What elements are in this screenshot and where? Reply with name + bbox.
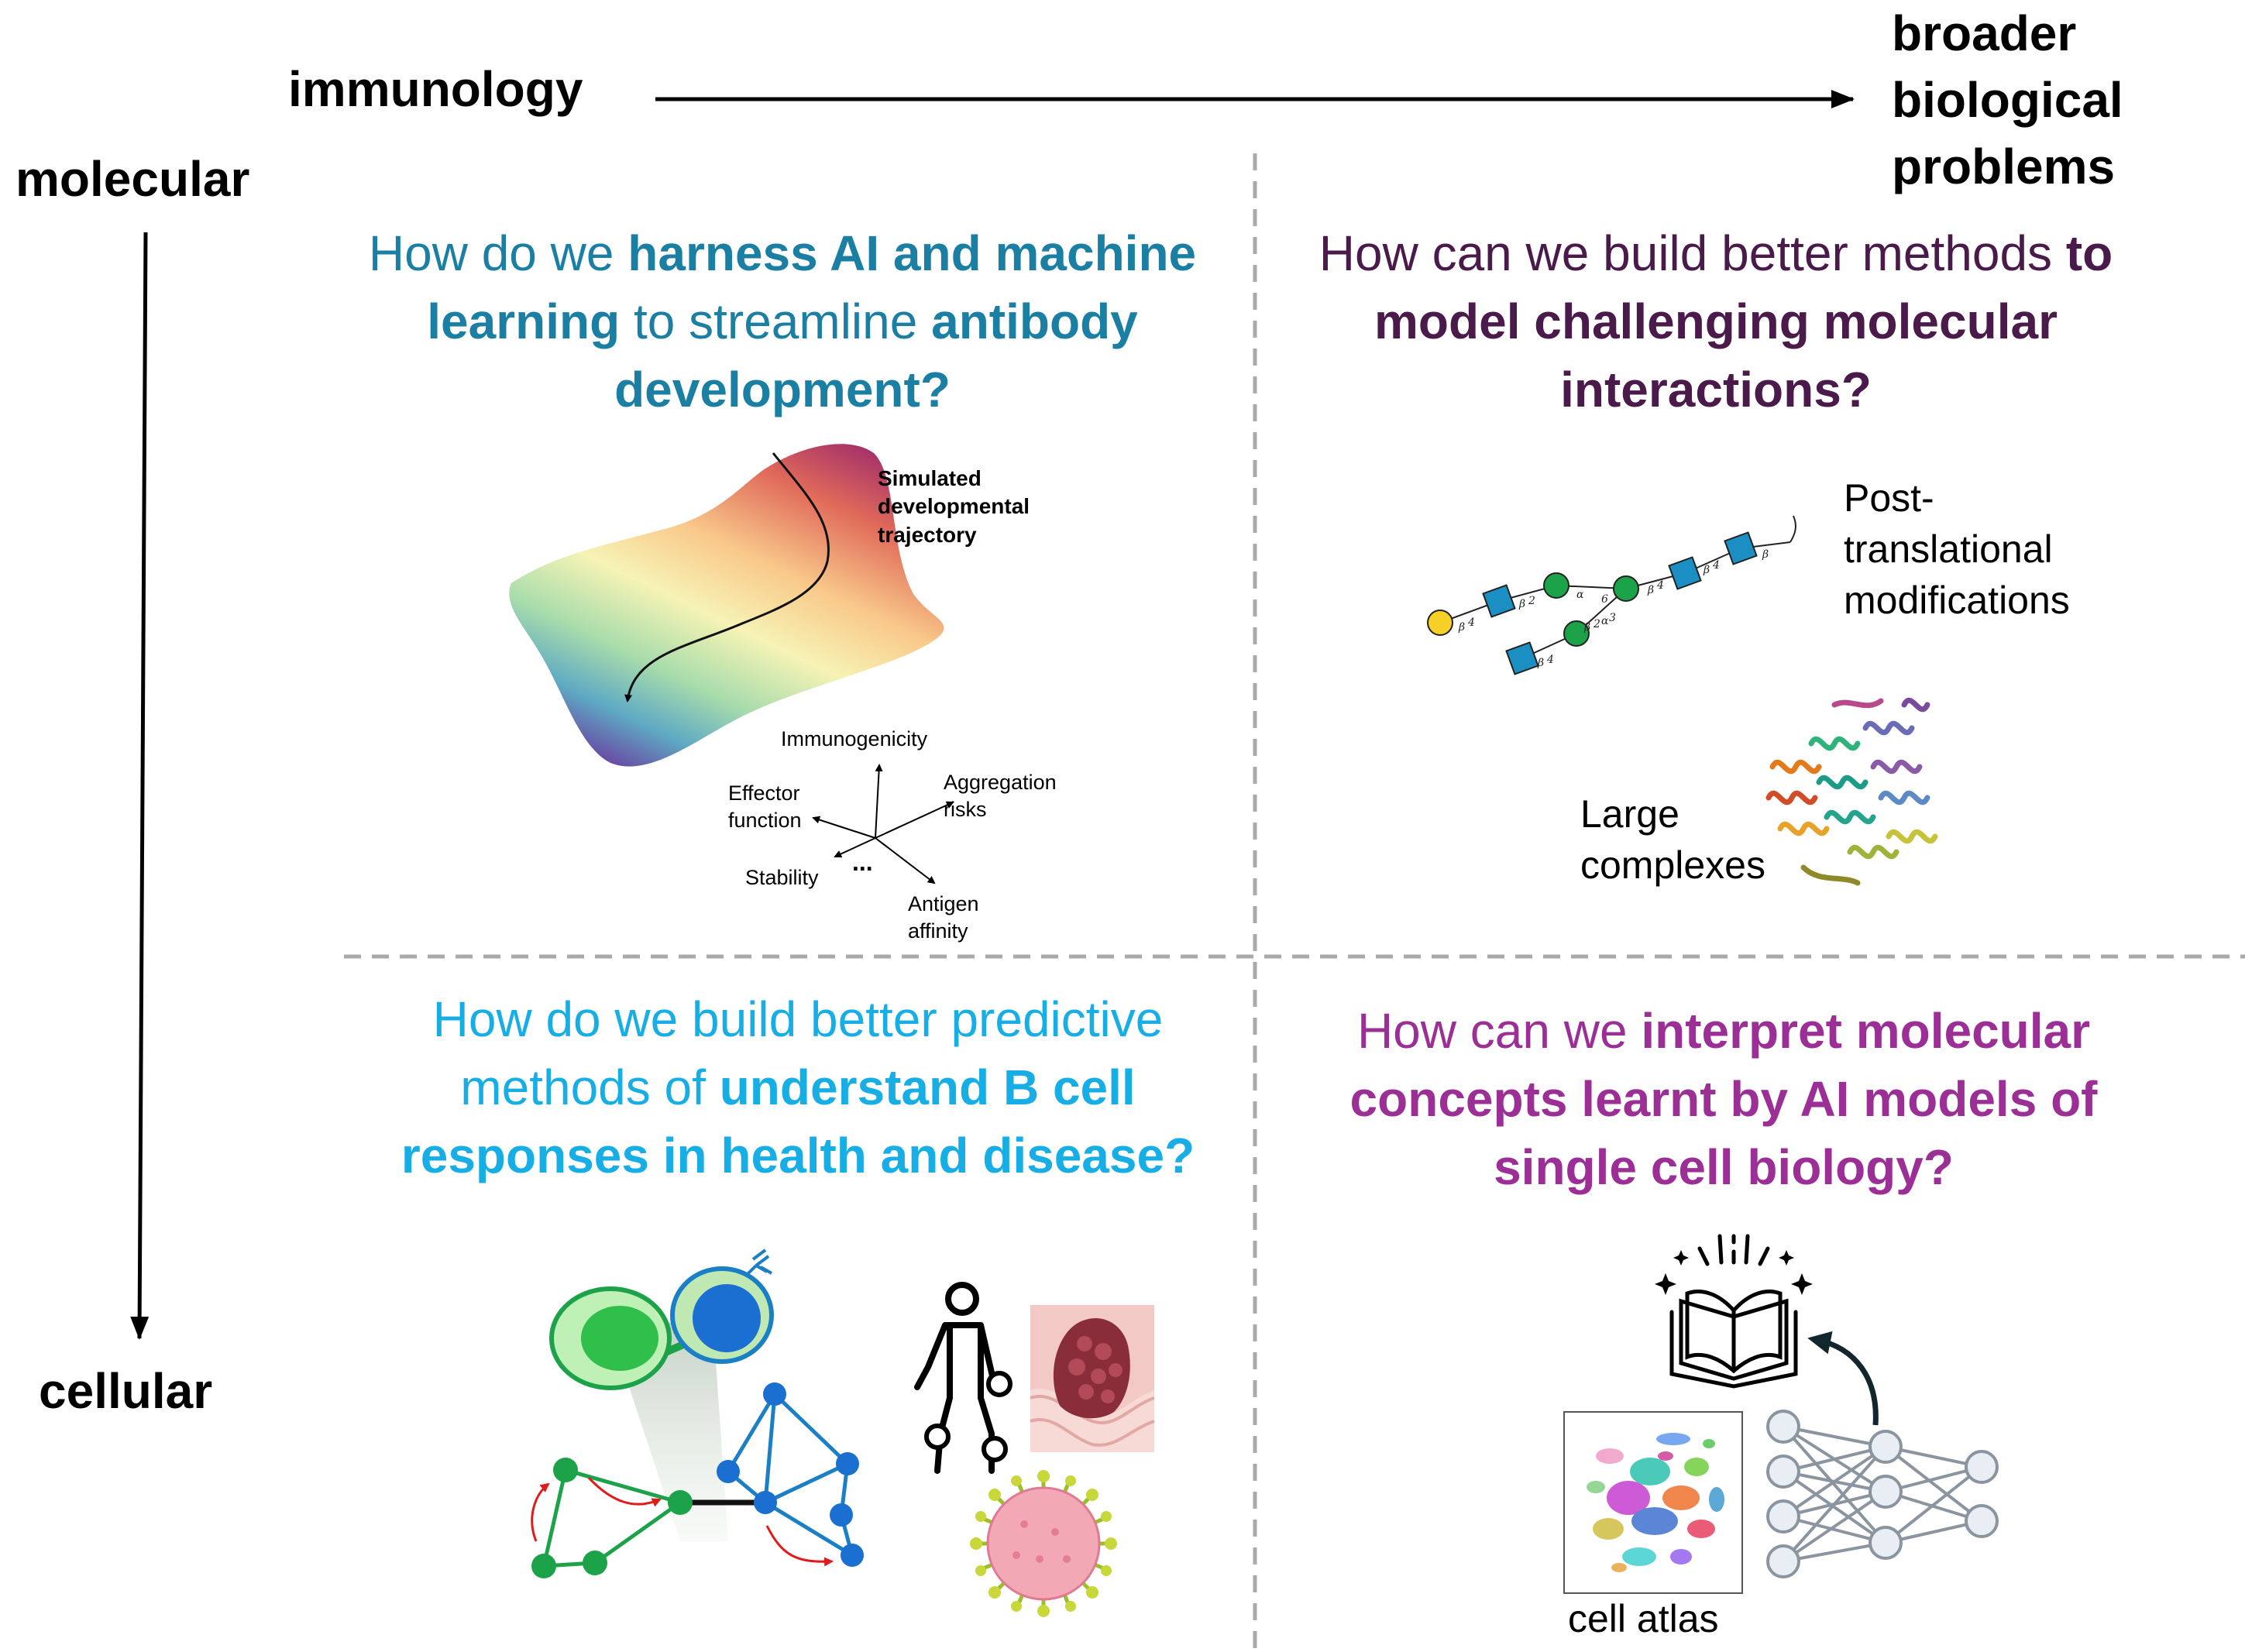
complex-label: Large complexes bbox=[1580, 792, 1765, 887]
b-cell-network-illustration bbox=[531, 1248, 864, 1578]
trajectory-curve bbox=[624, 452, 830, 702]
property-axes-diagram bbox=[812, 764, 954, 884]
curved-arrow-to-book bbox=[1807, 1331, 1879, 1426]
linkage-5: α bbox=[1576, 589, 1584, 601]
x-axis-end-line-2: biological bbox=[1892, 72, 2123, 128]
glcnac-node-2 bbox=[1668, 556, 1702, 590]
mannose-node-1 bbox=[1543, 572, 1569, 599]
axis-aggregation-risks: Aggregation risks bbox=[944, 771, 1057, 822]
question-interpret-concepts: How can we interpret molecular concepts … bbox=[1349, 1003, 2098, 1195]
linkage-4: 2 bbox=[1528, 595, 1535, 607]
glcnac-node-1 bbox=[1482, 584, 1516, 618]
tissue-tumor-icon bbox=[1030, 1305, 1155, 1452]
linkage-11: β bbox=[1762, 548, 1769, 561]
trajectory-label: Simulated developmental trajectory bbox=[878, 466, 1030, 547]
y-axis-end-label: cellular bbox=[39, 1363, 213, 1419]
axis-stability: Stability bbox=[745, 866, 819, 889]
axis-effector-function: Effector function bbox=[728, 781, 802, 833]
y-axis-start-label: molecular bbox=[15, 151, 250, 207]
linkage-15: 2 bbox=[1593, 618, 1600, 630]
linkage-13: 4 bbox=[1546, 654, 1554, 666]
protein-complex-structure bbox=[1765, 697, 1938, 886]
linkage-6: 6 bbox=[1601, 593, 1608, 606]
open-book-icon bbox=[1655, 1234, 1813, 1389]
linkage-2: 4 bbox=[1467, 616, 1475, 629]
linkage-1: β bbox=[1458, 621, 1465, 634]
linkage-9: β bbox=[1703, 564, 1710, 576]
linkage-17: 3 bbox=[1609, 612, 1616, 624]
cell-atlas-panel bbox=[1563, 1411, 1743, 1594]
galactose-node bbox=[1427, 610, 1453, 636]
glcnac-node-4 bbox=[1505, 641, 1539, 675]
x-axis-end-line-3: problems bbox=[1892, 139, 2116, 194]
question-antibody-development: How do we harness AI and machine learnin… bbox=[368, 225, 1197, 417]
ptm-label: Post- translational modifications bbox=[1844, 476, 2070, 622]
linkage-3: β bbox=[1518, 598, 1525, 610]
x-axis-start-label: immunology bbox=[288, 61, 583, 117]
linkage-16: α bbox=[1601, 615, 1609, 627]
question-b-cell-responses: How do we build better predictive method… bbox=[401, 991, 1195, 1183]
neural-network-icon bbox=[1766, 1410, 1999, 1578]
cell-atlas-label: cell atlas bbox=[1568, 1597, 1719, 1640]
axis-antigen-affinity: Antigen affinity bbox=[908, 892, 979, 943]
linkage-8: 4 bbox=[1656, 579, 1664, 592]
x-axis-end-line-1: broader bbox=[1892, 5, 2077, 61]
linkage-10: 4 bbox=[1712, 559, 1720, 572]
y-axis-arrow bbox=[130, 232, 150, 1340]
axis-immunogenicity: Immunogenicity bbox=[781, 727, 928, 750]
axis-ellipsis: ... bbox=[852, 848, 873, 876]
x-axis-end-label: broader biological problems bbox=[1892, 0, 2123, 200]
question-molecular-interactions: How can we build better methods to model… bbox=[1318, 225, 2113, 417]
linkage-14: β bbox=[1583, 621, 1590, 634]
fitness-landscape-surface bbox=[509, 444, 944, 767]
mannose-node-core bbox=[1613, 575, 1639, 602]
glcnac-node-3 bbox=[1724, 531, 1758, 565]
virus-icon bbox=[970, 1470, 1117, 1617]
mannose-node-2 bbox=[1563, 620, 1590, 647]
glycan-structure: β 4 β 2 α 6 β 4 β 4 β β 4 β 2 α 3 bbox=[1427, 515, 1796, 675]
linkage-12: β bbox=[1537, 657, 1544, 669]
antibody-icon bbox=[744, 1248, 772, 1278]
linkage-7: β bbox=[1647, 584, 1654, 596]
person-injury-icon bbox=[914, 1282, 1012, 1474]
